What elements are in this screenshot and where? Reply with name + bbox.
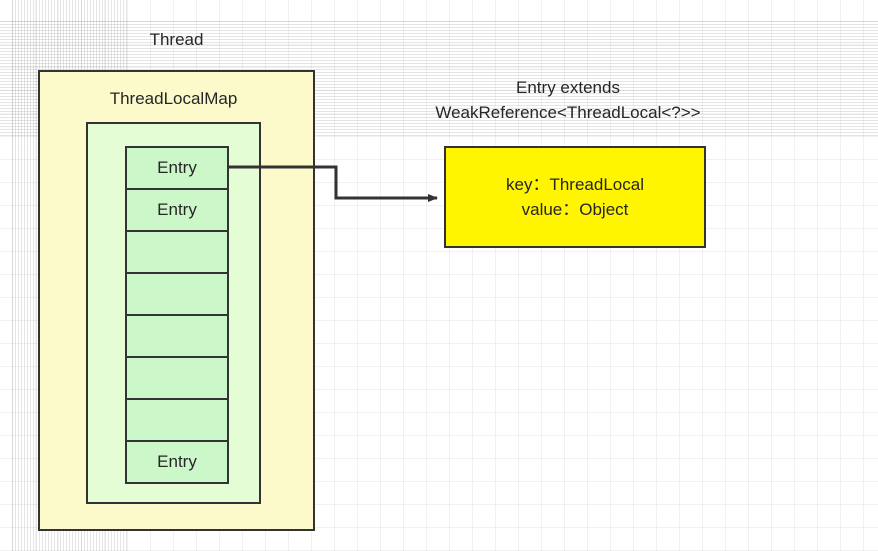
threadlocalmap-label: ThreadLocalMap [109, 89, 238, 108]
entry-cell[interactable] [125, 230, 229, 274]
entry-cell[interactable] [125, 398, 229, 442]
entry-detail-text: key：ThreadLocal value：Object [506, 175, 644, 219]
entry-cell[interactable] [125, 272, 229, 316]
entry-cell-label: Entry [157, 200, 197, 219]
entry-cell-label: Entry [157, 452, 197, 471]
entry-cell[interactable]: Entry [125, 188, 229, 232]
entry-cell-label: Entry [157, 158, 197, 177]
entry-detail-box: key：ThreadLocal value：Object [444, 146, 706, 248]
entry-cell[interactable] [125, 356, 229, 400]
entry-cell[interactable] [125, 314, 229, 358]
thread-label: Thread [149, 30, 204, 49]
entry-class-caption: Entry extends WeakReference<ThreadLocal<… [435, 78, 701, 122]
entry-cell[interactable]: Entry [125, 440, 229, 484]
entry-cell[interactable]: Entry [125, 146, 229, 190]
